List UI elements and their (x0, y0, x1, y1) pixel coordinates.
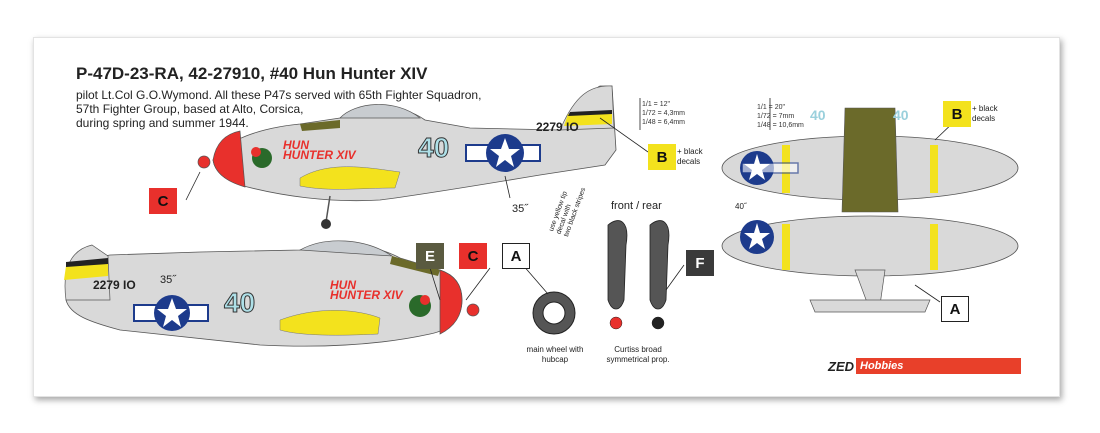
nose-art-line: HUN (283, 138, 309, 152)
black-decals-note-side: + black decals (677, 147, 703, 166)
nose-art-line: HUNTER XIV (283, 148, 356, 162)
angle-label-bottom: 35˝ (160, 274, 176, 286)
decal-code-c-bottom: C (459, 243, 487, 269)
description-line: during spring and summer 1944. (76, 116, 249, 130)
main-wheel-drawing (532, 291, 576, 335)
decal-code-b-plan: B (943, 101, 971, 127)
scale-line: 1/72 = 7mm (757, 113, 795, 120)
aircraft-number-bottom: 40 (223, 287, 256, 318)
caption-line: Curtiss broad (614, 345, 662, 354)
scale-side-view: 1/1 = 12" 1/72 = 4,3mm 1/48 = 6,4mm (642, 100, 685, 127)
nose-art-line: HUNTER XIV (330, 288, 403, 302)
nose-art-text-top: HUN HUNTER XIV (283, 138, 356, 162)
decal-code-a-side: A (502, 243, 530, 269)
brand-bar: Hobbies (856, 358, 1021, 374)
scale-plan-view: 1/1 = 20" 1/72 = 7mm 1/48 = 10,6mm (757, 103, 804, 130)
decal-code-e: E (416, 243, 444, 269)
caption-line: hubcap (541, 355, 569, 364)
wing-number-left: 40 (810, 107, 826, 123)
scale-line: 1/48 = 6,4mm (642, 119, 685, 126)
side-view-right-aircraft (64, 240, 480, 347)
wheel-caption: main wheel with hubcap (515, 345, 595, 365)
caption-line: main wheel with (526, 345, 584, 354)
scale-line: 1/1 = 12" (642, 101, 670, 108)
aircraft-description: pilot Lt.Col G.O.Wymond. All these P47s … (76, 88, 496, 130)
front-rear-label: front / rear (611, 200, 662, 212)
brand-logo: ZED Hobbies (828, 358, 1021, 374)
prop-caption: Curtiss broad symmetrical prop. (596, 345, 680, 365)
leader-lines (185, 98, 959, 303)
decal-code-f: F (686, 250, 714, 276)
side-view-left-aircraft (197, 85, 617, 229)
decal-code-b-side: B (648, 144, 676, 170)
nose-art-line: HUN (330, 278, 356, 292)
scale-line: 1/1 = 20" (757, 104, 785, 111)
description-line: 57th Fighter Group, based at Alto, Corsi… (76, 102, 304, 116)
aircraft-title: P-47D-23-RA, 42-27910, #40 Hun Hunter XI… (76, 64, 428, 83)
caption-line: symmetrical prop. (606, 355, 670, 364)
plan-view-aircraft (721, 107, 1019, 313)
aircraft-number-top: 40 (417, 132, 450, 163)
wing-number-right: 40 (893, 107, 909, 123)
scale-line: 1/72 = 4,3mm (642, 110, 685, 117)
serial-top: 2279 IO (536, 120, 579, 134)
scale-line: 1/48 = 10,6mm (757, 122, 804, 129)
brand-hobbies: Hobbies (860, 360, 904, 372)
decal-code-a-plan: A (941, 296, 969, 322)
propeller-rear-drawing (649, 220, 670, 330)
black-decals-note-plan: + black decals (972, 104, 998, 123)
description-line: pilot Lt.Col G.O.Wymond. All these P47s … (76, 88, 482, 102)
brand-zed: ZED (828, 358, 854, 374)
nose-art-text-bottom: HUN HUNTER XIV (330, 278, 403, 302)
propeller-front-drawing (607, 220, 628, 330)
serial-bottom: 2279 IO (93, 278, 136, 292)
angle-label-plan: 40˝ (735, 202, 747, 211)
angle-label-top: 35˝ (512, 203, 528, 215)
decal-code-c-top: C (149, 188, 177, 214)
